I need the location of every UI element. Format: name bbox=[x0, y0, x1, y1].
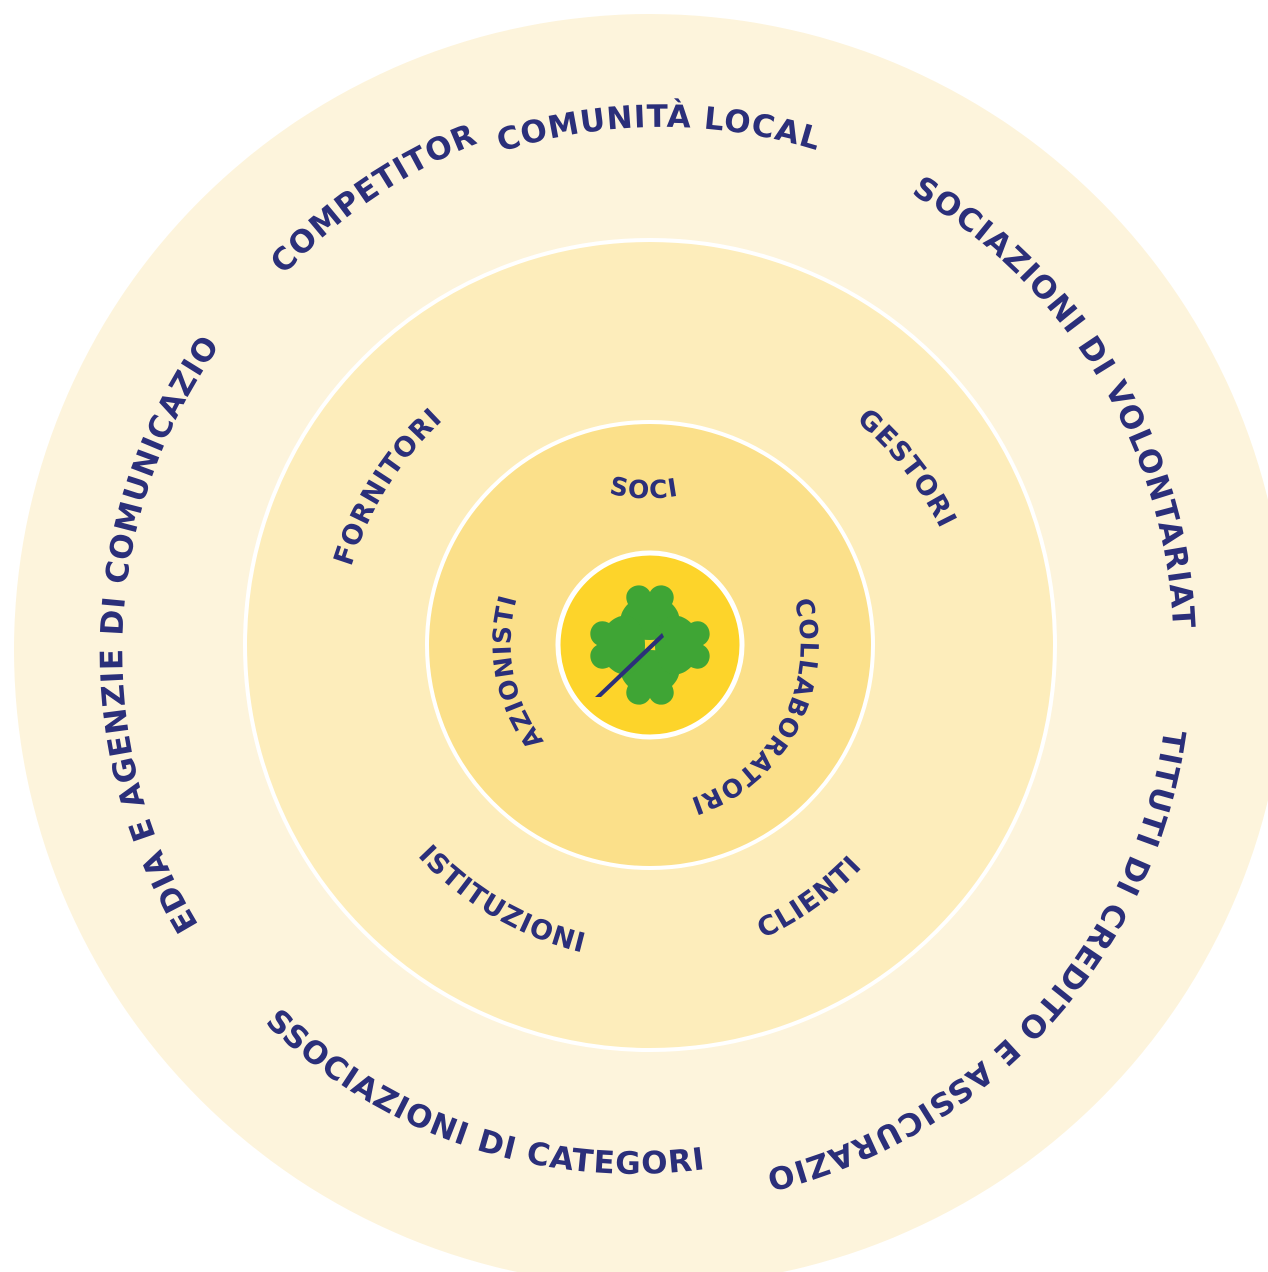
label-soci: SOCI bbox=[608, 471, 681, 505]
four-leaf-clover-icon bbox=[590, 585, 710, 705]
